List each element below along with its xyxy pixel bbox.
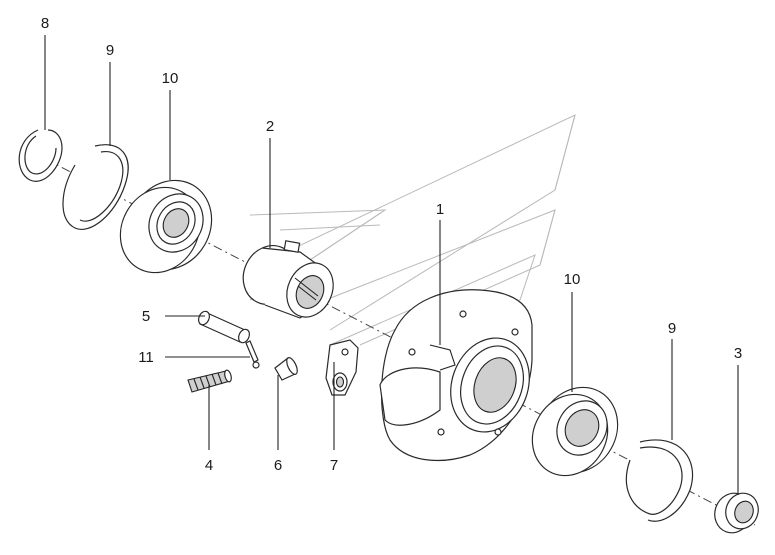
callout-labels: 8 9 10 2 1 5 11 4 6 7 10 9 3 <box>41 15 742 474</box>
part-9-retaining-ring-left <box>62 144 129 230</box>
part-8-circlip <box>18 129 63 182</box>
part-3-end-cap <box>714 492 759 534</box>
part-10-bearing-right <box>531 386 619 477</box>
leader-lines <box>44 35 739 495</box>
part-10-bearing-left <box>119 179 213 274</box>
callout-5: 5 <box>142 308 150 325</box>
callout-10-left: 10 <box>162 70 179 87</box>
callout-1: 1 <box>436 201 444 218</box>
part-9-retaining-ring-right <box>625 439 694 522</box>
part-4-set-screw <box>187 369 232 393</box>
part-7-lever-bracket <box>325 339 359 396</box>
part-1-housing <box>379 289 533 461</box>
callout-3: 3 <box>734 345 742 362</box>
callout-2: 2 <box>266 118 274 135</box>
callout-7: 7 <box>330 457 338 474</box>
callout-9-left: 9 <box>106 42 114 59</box>
part-11-cotter-pin <box>245 340 260 369</box>
callout-8: 8 <box>41 15 49 32</box>
callout-10-right: 10 <box>564 271 581 288</box>
callout-4: 4 <box>205 457 213 474</box>
callout-11: 11 <box>138 349 154 366</box>
part-2-eccentric-bushing <box>242 240 334 319</box>
part-5-pin <box>197 310 251 344</box>
callout-6: 6 <box>274 457 282 474</box>
callout-9-right: 9 <box>668 320 676 337</box>
part-6-cone-plug <box>274 357 298 381</box>
